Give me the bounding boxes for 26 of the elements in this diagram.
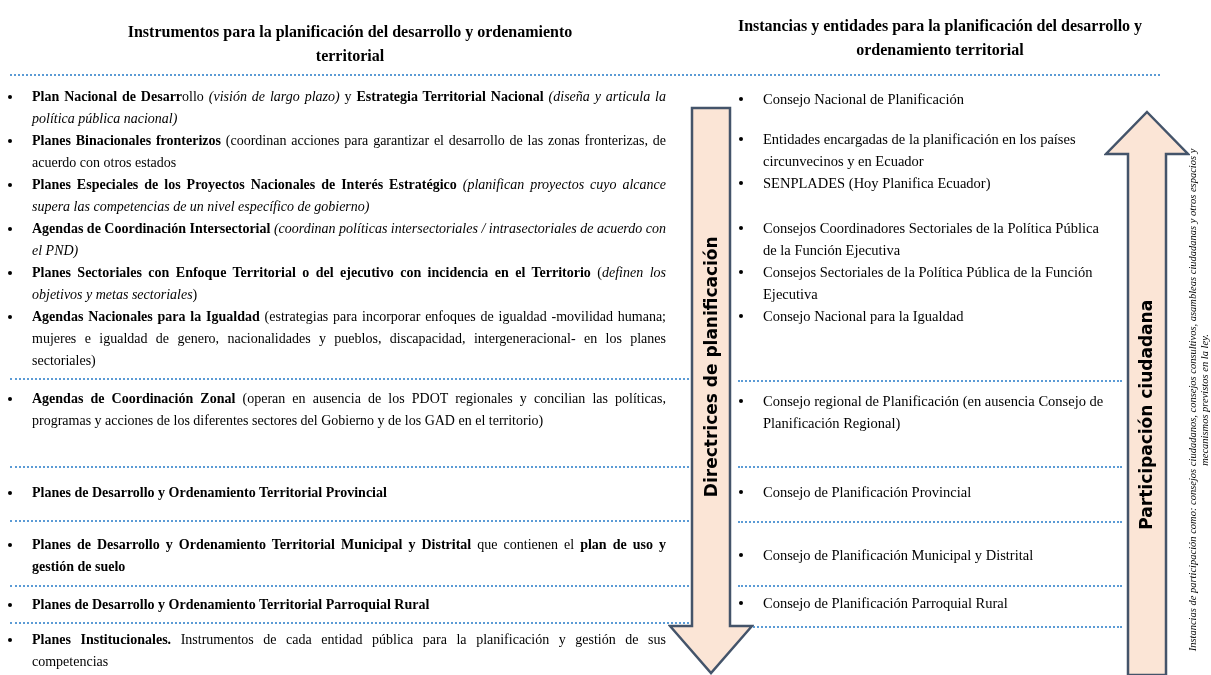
list-item-text: Plan Nacional de Desarrollo (visión de largo plazo) y Estrategia Territorial Nacional (diseña y articula la política pública nacional) bbox=[32, 88, 666, 128]
list-item-text: Planes Institucionales. Instrumentos de cada entidad pública para la planificación y gestión de sus competencias bbox=[32, 631, 666, 671]
list-item-text: Entidades encargadas de la planificación en los países circunvecinos y en Ecuador bbox=[763, 130, 1077, 171]
list-item-text: Planes Sectoriales con Enfoque Territorial o del ejecutivo con incidencia en el Territorio (definen los objetivos y metas sectoriales) bbox=[32, 264, 666, 304]
arrow-label: Directrices de planificación bbox=[699, 236, 722, 498]
list-item-text: Agendas Nacionales para la Igualdad (estrategias para incorporar enfoques de igualdad -movilidad humana; mujeres e igualdad de genero, nacionalidades y pueblos, discapacidad, intergeneracional- en los planes sectoriales) bbox=[32, 308, 666, 370]
list-item-text: Consejos Coordinadores Sectoriales de la Política Pública de la Función Ejecutiva bbox=[763, 219, 1100, 260]
list-item-text: Consejo Nacional de Planificación bbox=[763, 90, 964, 109]
column-heading: Instrumentos para la planificación del desarrollo y ordenamiento territorial bbox=[126, 22, 574, 66]
list-item-text: Consejo regional de Planificación (en ausencia Consejo de Planificación Regional) bbox=[763, 392, 1105, 433]
list-item-text: Planes Binacionales fronterizos (coordinan acciones para garantizar el desarrollo de las zonas fronterizas, de acuerdo con otros estados bbox=[32, 132, 666, 172]
vertical-note: Instancias de participación como: consejos ciudadanos, consejos consultivos, asambleas ciudadanas y otros espacios y mecanismos previstos en la ley. bbox=[1187, 147, 1211, 654]
list-item-text: Consejo de Planificación Municipal y Distrital bbox=[763, 546, 1034, 565]
list-item-text: Planes de Desarrollo y Ordenamiento Territorial Provincial bbox=[32, 484, 387, 502]
list-item-text: Consejo de Planificación Parroquial Rural bbox=[763, 594, 1008, 613]
list-item-text: Planes de Desarrollo y Ordenamiento Territorial Parroquial Rural bbox=[32, 596, 430, 614]
list-item-text: Planes Especiales de los Proyectos Nacionales de Interés Estratégico (planifican proyectos cuyo alcance supera las competencias de un nivel específico de gobierno) bbox=[32, 176, 666, 216]
list-item-text: SENPLADES (Hoy Planifica Ecuador) bbox=[763, 174, 991, 193]
column-heading: Instancias y entidades para la planificación del desarrollo y ordenamiento territorial bbox=[736, 16, 1144, 60]
list-item-text: Consejo de Planificación Provincial bbox=[763, 483, 972, 502]
list-item-text: Consejo Nacional para la Igualdad bbox=[763, 307, 964, 326]
list-item-text: Planes de Desarrollo y Ordenamiento Territorial Municipal y Distrital que contienen el plan de uso y gestión de suelo bbox=[32, 536, 666, 576]
arrow-label: Participación ciudadana bbox=[1135, 299, 1158, 530]
list-item-text: Agendas de Coordinación Zonal (operan en ausencia de los PDOT regionales y concilian las políticas, programas y acciones de los diferentes sectores del Gobierno y de los GAD en el territorio) bbox=[32, 390, 666, 430]
list-item-text: Agendas de Coordinación Intersectorial (coordinan políticas intersectoriales / intrasectoriales de acuerdo con el PND) bbox=[32, 220, 666, 260]
list-item-text: Consejos Sectoriales de la Política Pública de la Función Ejecutiva bbox=[763, 263, 1094, 304]
